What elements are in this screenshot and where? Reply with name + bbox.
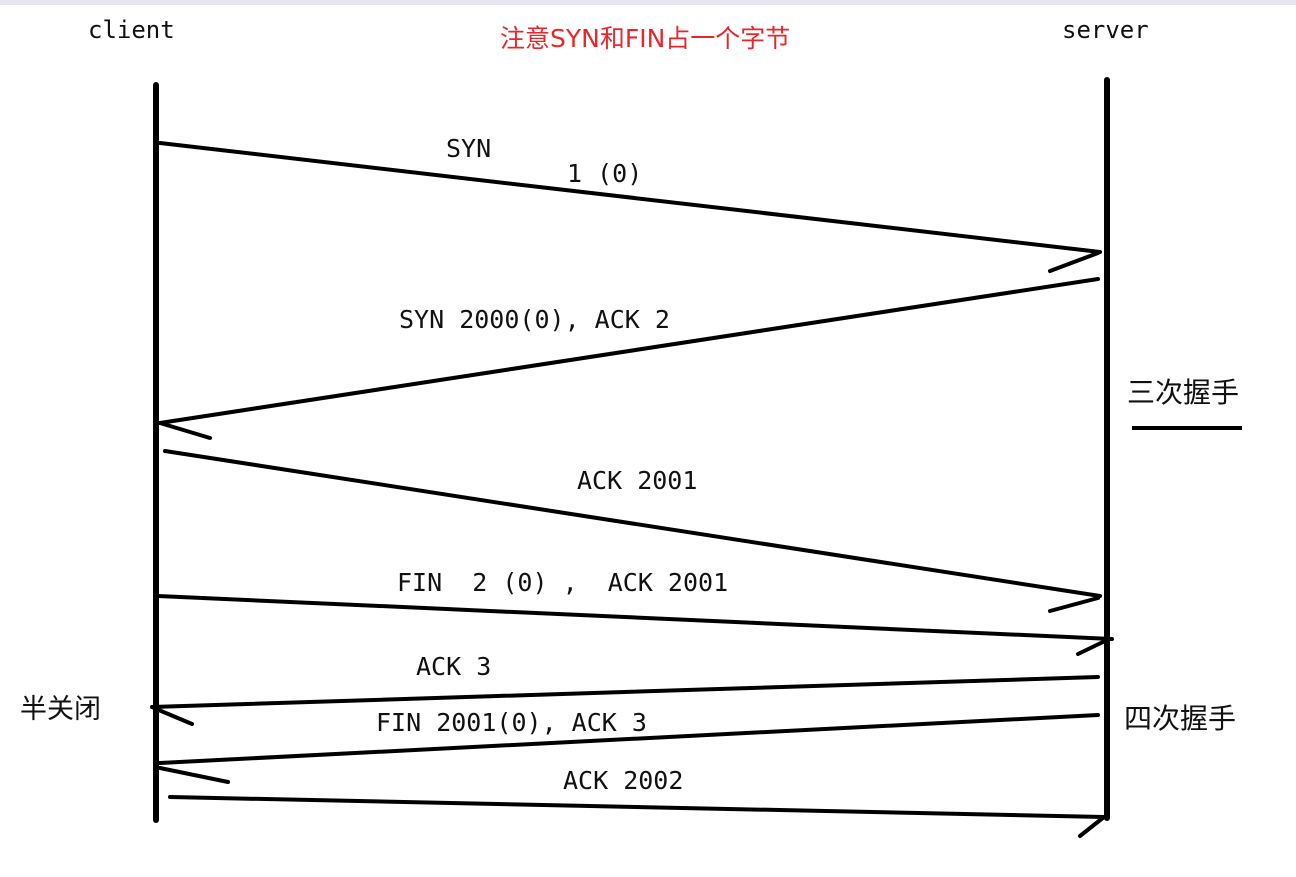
- server-label: server: [1062, 16, 1149, 44]
- message-ack-2001: ACK 2001: [163, 449, 1102, 613]
- message-ack-3-arrow: [150, 675, 1100, 709]
- message-fin-server-arrowhead: [158, 766, 230, 784]
- message-ack-3: ACK 3: [150, 652, 1100, 726]
- message-fin-client: FIN 2 (0) , ACK 2001: [156, 568, 1114, 656]
- message-fin-server-label: FIN 2001(0), ACK 3: [376, 708, 647, 737]
- message-ack-2002-label: ACK 2002: [563, 766, 683, 795]
- message-ack-2001-label: ACK 2001: [577, 466, 697, 495]
- message-ack-3-label: ACK 3: [416, 652, 491, 681]
- message-syn-ack-label: SYN 2000(0), ACK 2: [399, 305, 670, 334]
- message-ack-2001-arrowhead: [1048, 596, 1100, 613]
- message-syn-label: SYN: [446, 134, 491, 163]
- message-ack-2002: ACK 2002: [168, 766, 1106, 838]
- four-way-handshake-label: 四次握手: [1124, 702, 1236, 735]
- message-fin-server: FIN 2001(0), ACK 3: [158, 708, 1100, 784]
- message-syn-ack-arrow: [158, 277, 1100, 425]
- message-ack-2002-arrowhead: [1078, 815, 1106, 838]
- message-syn-arrow: [158, 141, 1102, 254]
- message-syn-ack: SYN 2000(0), ACK 2: [158, 277, 1100, 440]
- message-ack-3-arrowhead: [152, 706, 194, 726]
- message-fin-server-arrow: [158, 713, 1100, 765]
- message-ack-2002-arrow: [168, 795, 1106, 819]
- message-fin-client-label: FIN 2 (0) , ACK 2001: [397, 568, 728, 597]
- message-fin-client-arrow: [156, 594, 1114, 641]
- window-top-strip: [0, 0, 1296, 5]
- message-syn-seq-label: 1 (0): [567, 159, 642, 188]
- message-syn-ack-arrowhead: [158, 421, 212, 440]
- message-syn: SYN 1 (0): [158, 134, 1102, 273]
- message-syn-arrowhead: [1048, 251, 1100, 273]
- message-ack-2001-arrow: [163, 449, 1102, 598]
- three-way-handshake-label: 三次握手: [1127, 376, 1239, 409]
- message-fin-client-arrowhead: [1076, 639, 1107, 656]
- half-close-label: 半关闭: [20, 694, 101, 725]
- note-text: 注意SYN和FIN占一个字节: [500, 24, 790, 53]
- client-label: client: [88, 16, 175, 44]
